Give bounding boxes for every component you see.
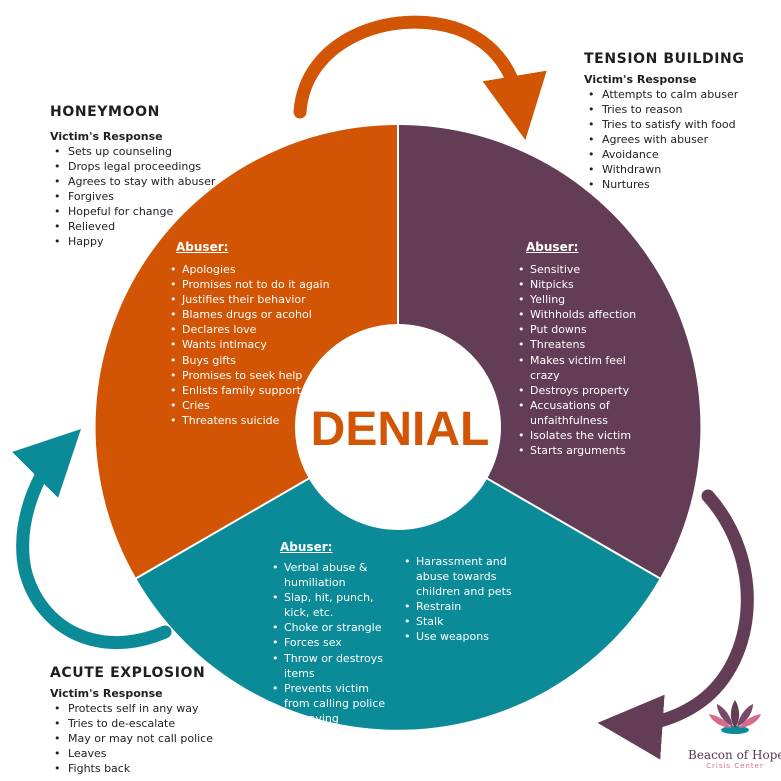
honeymoon-abuser-item: Apologies [168, 262, 338, 277]
honeymoon-abuser-label: Abuser: [176, 240, 229, 254]
honeymoon-abuser-item: Wants intimacy [168, 337, 338, 352]
honeymoon-title: HONEYMOON [50, 104, 160, 120]
honeymoon-abuser-item: Justifies their behavior [168, 292, 338, 307]
acute-explosion-abuser-block: Abuser: Verbal abuse & humiliationSlap, … [270, 540, 670, 725]
honeymoon-abuser-item: Blames drugs or acohol [168, 307, 338, 322]
tension-building-victim-item: Tries to satisfy with food [584, 117, 744, 132]
lotus-logo-icon [709, 700, 761, 734]
tension-building-abuser-item: Put downs [516, 322, 656, 337]
honeymoon-abuser-list: ApologiesPromises not to do it againJust… [168, 262, 338, 428]
tension-building-abuser-list: SensitiveNitpicksYellingWithholds affect… [516, 262, 656, 458]
center-label: DENIAL [311, 403, 490, 456]
tension-building-abuser-item: Nitpicks [516, 277, 656, 292]
tension-building-victim-item: Withdrawn [584, 162, 744, 177]
tension-building-abuser-item: Destroys property [516, 383, 656, 398]
honeymoon-abuser-item: Declares love [168, 322, 338, 337]
arrow-purple-icon [597, 489, 754, 760]
acute-explosion-victim-item: Leaves [50, 746, 213, 761]
tension-building-victim-item: Avoidance [584, 147, 744, 162]
honeymoon-abuser-item: Cries [168, 398, 338, 413]
tension-building-abuser-block: Abuser: SensitiveNitpicksYellingWithhold… [516, 240, 656, 458]
acute-explosion-abuser-item: Choke or strangle [270, 620, 394, 635]
tension-building-victim-item: Agrees with abuser [584, 132, 744, 147]
logo: Beacon of Hope Crisis Center [688, 748, 781, 770]
tension-building-victim-item: Tries to reason [584, 102, 744, 117]
honeymoon-phase: HONEYMOON Victim's Response Sets up coun… [50, 104, 215, 249]
acute-explosion-victim-label: Victim's Response [50, 687, 163, 700]
acute-explosion-abuser-label: Abuser: [280, 540, 333, 554]
tension-building-victim-item: Attempts to calm abuser [584, 87, 744, 102]
honeymoon-victim-item: Relieved [50, 219, 215, 234]
honeymoon-victim-item: Drops legal proceedings [50, 159, 215, 174]
arrow-teal-icon [12, 429, 172, 650]
tension-building-abuser-item: Yelling [516, 292, 656, 307]
acute-explosion-victim-item: Protects self in any way [50, 701, 213, 716]
logo-tagline: Crisis Center [706, 762, 764, 770]
acute-explosion-abuser-item: Prevents victim from calling police or l… [270, 681, 394, 726]
honeymoon-abuser-item: Buys gifts [168, 353, 338, 368]
honeymoon-abuser-item: Promises not to do it again [168, 277, 338, 292]
logo-name: Beacon of Hope [688, 748, 781, 762]
acute-explosion-abuser-item: Stalk [402, 614, 542, 629]
tension-building-victim-item: Nurtures [584, 177, 744, 192]
honeymoon-victim-label: Victim's Response [50, 130, 163, 143]
tension-building-abuser-item: Starts arguments [516, 443, 656, 458]
acute-explosion-abuser-item: Restrain [402, 599, 542, 614]
tension-building-victim-label: Victim's Response [584, 73, 697, 86]
tension-building-abuser-item: Sensitive [516, 262, 656, 277]
tension-building-abuser-item: Threatens [516, 337, 656, 352]
acute-explosion-abuser-item: Throw or destroys items [270, 651, 394, 681]
tension-building-abuser-item: Accusations of unfaithfulness [516, 398, 656, 428]
tension-building-abuser-item: Isolates the victim [516, 428, 656, 443]
honeymoon-victim-item: Hopeful for change [50, 204, 215, 219]
tension-building-phase: TENSION BUILDING Victim's Response Attem… [584, 51, 744, 192]
honeymoon-abuser-item: Enlists family support [168, 383, 338, 398]
acute-explosion-abuser-item: Use weapons [402, 629, 542, 644]
acute-explosion-abuser-item: Harassment and abuse towards children an… [402, 554, 542, 599]
tension-building-abuser-item: Withholds affection [516, 307, 656, 322]
honeymoon-abuser-item: Promises to seek help [168, 368, 338, 383]
tension-building-abuser-label: Abuser: [526, 240, 579, 254]
acute-explosion-abuser-item: Forces sex [270, 635, 394, 650]
honeymoon-victim-item: Happy [50, 234, 215, 249]
tension-building-victim-list: Attempts to calm abuserTries to reasonTr… [584, 87, 744, 192]
acute-explosion-victim-item: May or may not call police [50, 731, 213, 746]
acute-explosion-victim-item: Tries to de-escalate [50, 716, 213, 731]
acute-explosion-abuser-list-right: Harassment and abuse towards children an… [402, 554, 542, 645]
acute-explosion-abuser-item: Verbal abuse & humiliation [270, 560, 394, 590]
honeymoon-victim-item: Agrees to stay with abuser [50, 174, 215, 189]
center-circle [295, 324, 501, 530]
acute-explosion-title: ACUTE EXPLOSION [50, 665, 206, 681]
acute-explosion-victim-item: Fights back [50, 761, 213, 776]
acute-explosion-abuser-item: Slap, hit, punch, kick, etc. [270, 590, 394, 620]
arrow-orange-icon [293, 15, 547, 141]
acute-explosion-abuser-list-left: Verbal abuse & humiliationSlap, hit, pun… [270, 560, 394, 726]
honeymoon-victim-item: Forgives [50, 189, 215, 204]
honeymoon-abuser-item: Threatens suicide [168, 413, 338, 428]
honeymoon-victim-item: Sets up counseling [50, 144, 215, 159]
acute-explosion-phase: ACUTE EXPLOSION Victim's Response Protec… [50, 665, 213, 776]
honeymoon-abuser-block: Abuser: ApologiesPromises not to do it a… [168, 240, 338, 428]
honeymoon-victim-list: Sets up counselingDrops legal proceeding… [50, 144, 215, 249]
tension-building-title: TENSION BUILDING [584, 51, 745, 67]
acute-explosion-victim-list: Protects self in any wayTries to de-esca… [50, 701, 213, 776]
tension-building-abuser-item: Makes victim feel crazy [516, 353, 656, 383]
